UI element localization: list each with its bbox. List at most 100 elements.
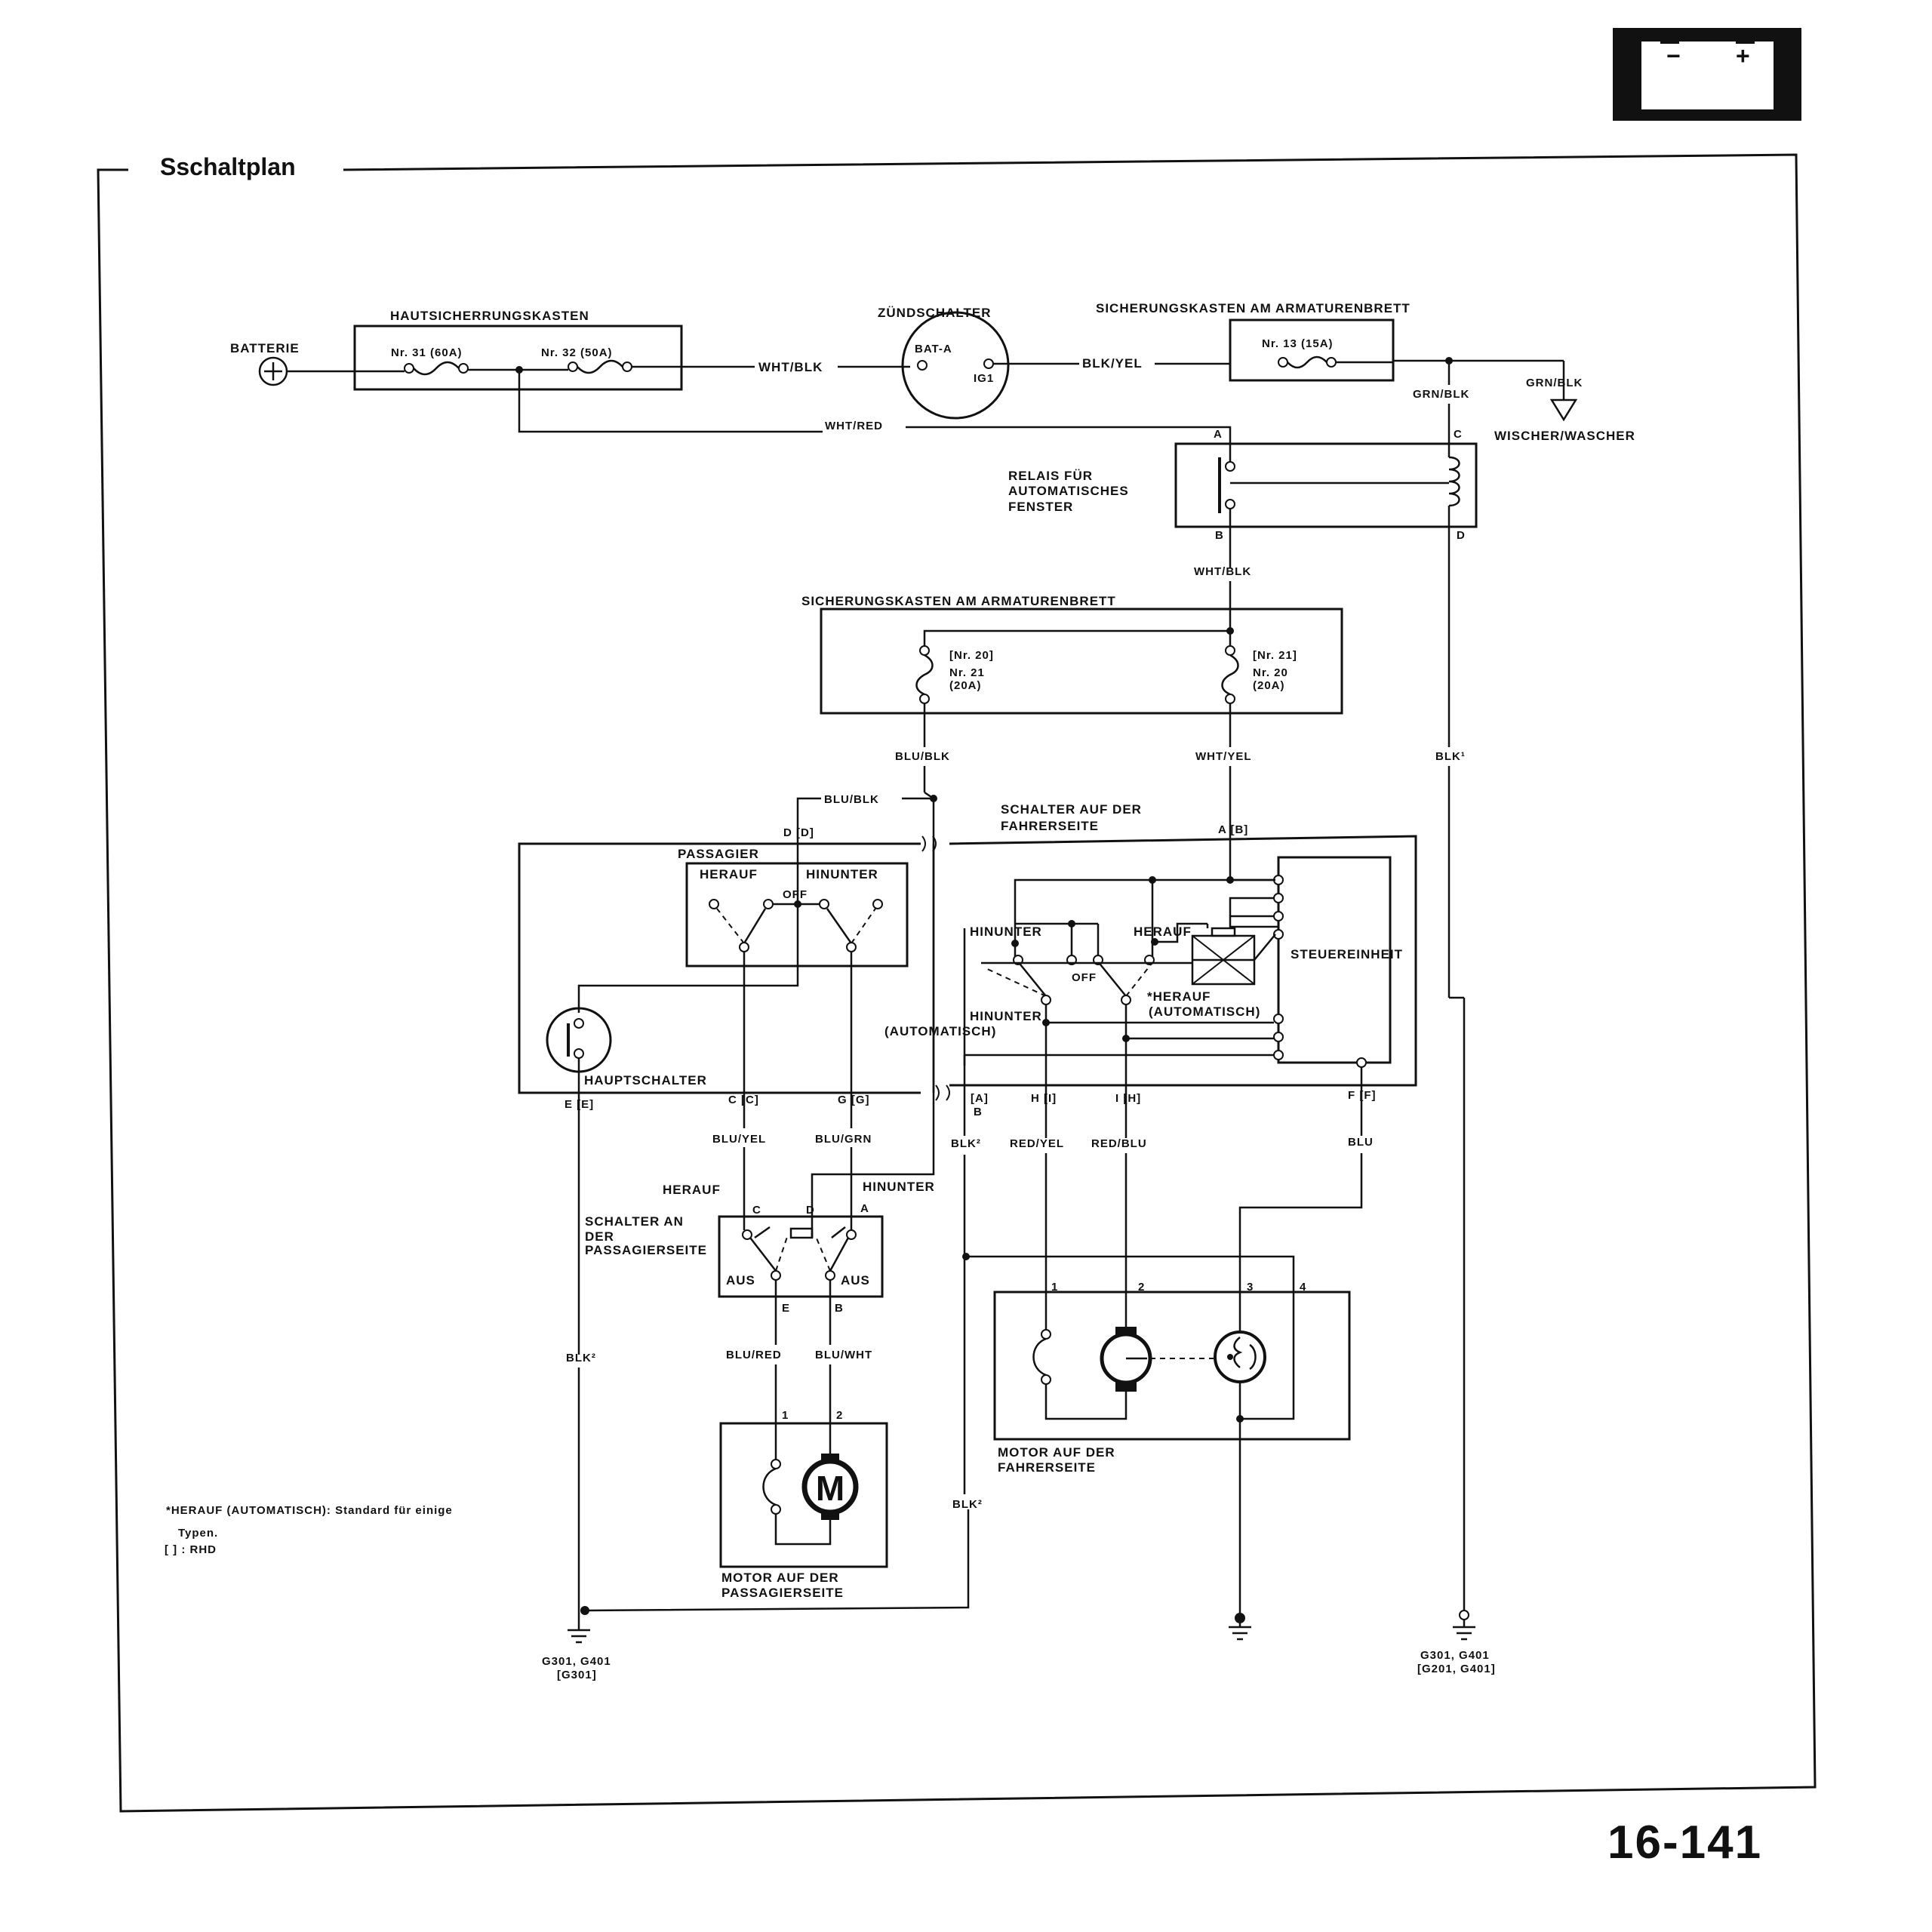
wire-blu-red: BLU/RED: [726, 1349, 782, 1361]
pin-aa: [A]: [971, 1092, 989, 1105]
pin-g-gg: G [G]: [838, 1094, 870, 1106]
label-batterie: BATTERIE: [230, 341, 300, 355]
wire-blu-grn: BLU/GRN: [815, 1133, 872, 1146]
pin-a-bb: A [B]: [1218, 823, 1248, 836]
label-hinunter-pswitch: HINUNTER: [863, 1180, 935, 1194]
label-fuse-right-b: Nr. 20: [1253, 666, 1288, 679]
dash-fuse-box-top: [1229, 318, 1395, 382]
pin-pmotor-1: 1: [782, 1409, 789, 1422]
battery-plus: +: [1736, 42, 1750, 69]
label-motor-pass-2: PASSAGIERSEITE: [721, 1586, 844, 1600]
label-motor-drv-2: FAHRERSEITE: [998, 1460, 1096, 1475]
label-off-drv: OFF: [1072, 971, 1097, 984]
pin-h-ii: H [I]: [1031, 1092, 1057, 1105]
wire-wht-blk-1: WHT/BLK: [758, 360, 823, 374]
pin-relay-d: D: [1457, 529, 1466, 542]
pin-dmotor-4: 4: [1300, 1281, 1306, 1294]
label-ground-left-2: [G301]: [557, 1669, 597, 1681]
label-ig1: IG1: [974, 372, 994, 385]
label-pass-sw-1: SCHALTER AN: [585, 1214, 684, 1229]
pin-dmotor-3: 3: [1247, 1281, 1254, 1294]
pin-dmotor-1: 1: [1051, 1281, 1058, 1294]
note-line-3: [ ] : RHD: [165, 1543, 217, 1556]
ignition-switch: [901, 311, 1010, 420]
label-motor-m: M: [816, 1469, 844, 1508]
pin-pswitch-b: B: [835, 1302, 844, 1315]
pin-relay-c: C: [1454, 428, 1463, 441]
label-fuse-31: Nr. 31 (60A): [391, 346, 463, 359]
ground-middle: [1229, 1613, 1251, 1641]
label-driver-switch-2: FAHRERSEITE: [1001, 819, 1099, 833]
label-relay-2: AUTOMATISCHES: [1008, 484, 1129, 498]
label-relay-1: RELAIS FÜR: [1008, 469, 1093, 483]
pin-relay-b: B: [1215, 529, 1224, 542]
label-pass-sw-2: DER: [585, 1229, 614, 1244]
steuereinheit-box: [1277, 856, 1392, 1064]
pin-pswitch-a: A: [860, 1202, 869, 1215]
label-fuse-left-c: (20A): [949, 679, 982, 692]
wire-blk2-b: BLK²: [952, 1498, 983, 1511]
label-herauf-auto-1: *HERAUF: [1147, 989, 1211, 1004]
pin-dmotor-2: 2: [1138, 1281, 1145, 1294]
wire-wht-red: WHT/RED: [825, 420, 883, 432]
page-frame: [97, 153, 1817, 1813]
wire-blu-wht: BLU/WHT: [815, 1349, 872, 1361]
pin-pswitch-d: D: [806, 1204, 815, 1217]
wire-blu-yel: BLU/YEL: [712, 1133, 766, 1146]
battery-symbol: [258, 356, 288, 386]
label-fuse-right-a: [Nr. 21]: [1253, 649, 1297, 662]
page-number: 16-141: [1607, 1817, 1762, 1869]
label-fuse-32: Nr. 32 (50A): [541, 346, 613, 359]
wire-blk1: BLK¹: [1435, 750, 1466, 763]
label-off-pass: OFF: [783, 888, 808, 901]
pin-pmotor-2: 2: [836, 1409, 843, 1422]
pin-i-hh: I [H]: [1115, 1092, 1141, 1105]
label-herauf-auto-2: (AUTOMATISCH): [1149, 1004, 1260, 1019]
pin-relay-a: A: [1214, 428, 1223, 441]
pin-b-below-aa: B: [974, 1106, 983, 1118]
wire-blk-yel: BLK/YEL: [1082, 356, 1143, 371]
label-ground-right-2: [G201, G401]: [1417, 1663, 1496, 1675]
label-steuereinheit: STEUEREINHEIT: [1291, 947, 1403, 961]
page-title: Sschaltplan: [160, 153, 296, 180]
passenger-motor: [719, 1422, 888, 1568]
label-fuse-left-b: Nr. 21: [949, 666, 985, 679]
label-aus-right: AUS: [841, 1273, 870, 1287]
label-pass-sw-3: PASSAGIERSEITE: [585, 1243, 707, 1257]
pin-pswitch-c: C: [752, 1204, 761, 1217]
wire-blk2-c: BLK²: [566, 1352, 596, 1364]
wire-wht-blk-2: WHT/BLK: [1194, 565, 1251, 578]
wire-red-yel: RED/YEL: [1010, 1137, 1064, 1150]
battery-icon: − +: [1613, 28, 1801, 121]
label-hinunter-auto-2: (AUTOMATISCH): [884, 1024, 996, 1038]
note-line-1: *HERAUF (AUTOMATISCH): Standard für eini…: [166, 1504, 453, 1517]
passenger-motor-symbol: [801, 1458, 859, 1515]
ground-left: [568, 1611, 590, 1644]
label-motor-pass-1: MOTOR AUF DER: [721, 1571, 839, 1585]
note-line-2: Typen.: [178, 1527, 218, 1540]
label-bat-a: BAT-A: [915, 343, 952, 355]
label-main-fuse-box: HAUTSICHERRUNGSKASTEN: [390, 309, 589, 323]
label-herauf-pass: HERAUF: [700, 867, 758, 881]
label-herauf-drv: HERAUF: [1134, 924, 1192, 939]
driver-motor-sensor: [1214, 1331, 1266, 1383]
label-ground-left-1: G301, G401: [542, 1655, 611, 1668]
main-fuse-box: [353, 325, 683, 391]
label-hinunter-pass: HINUNTER: [806, 867, 878, 881]
main-switch-assembly: [518, 842, 921, 1094]
label-relay-3: FENSTER: [1008, 500, 1073, 514]
label-fuse-13: Nr. 13 (15A): [1262, 337, 1334, 350]
label-ground-right-1: G301, G401: [1420, 1649, 1490, 1662]
label-wischer: WISCHER/WASCHER: [1494, 429, 1635, 443]
wire-blu-blk-2: BLU/BLK: [824, 793, 879, 806]
wire-grn-blk-1: GRN/BLK: [1413, 388, 1469, 401]
label-aus-left: AUS: [726, 1273, 755, 1287]
pin-d-dd: D [D]: [783, 826, 814, 839]
driver-motor: [993, 1291, 1351, 1441]
wire-wht-yel: WHT/YEL: [1195, 750, 1252, 763]
label-driver-switch-1: SCHALTER AUF DER: [1001, 802, 1142, 817]
label-dash-fuse-box-top: SICHERUNGSKASTEN AM ARMATURENBRETT: [1096, 301, 1411, 315]
wire-blu: BLU: [1348, 1136, 1374, 1149]
wire-blk2-a: BLK²: [951, 1137, 981, 1150]
